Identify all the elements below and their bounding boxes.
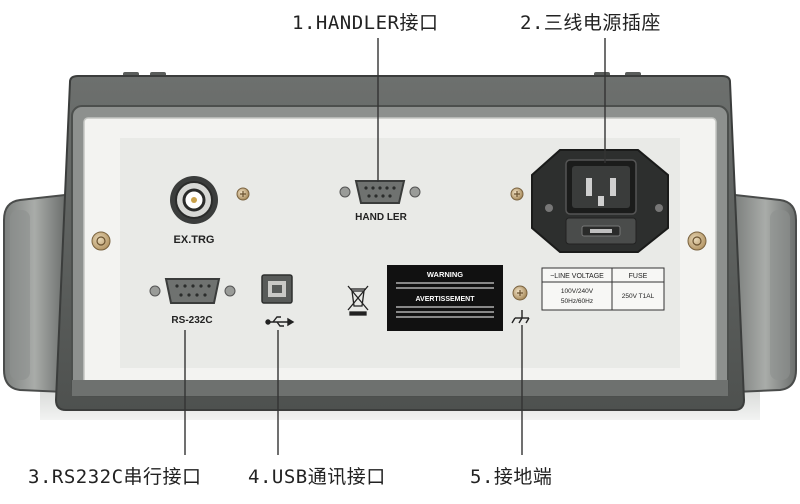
callout-usb: 4.USB通讯接口 — [248, 466, 386, 488]
ground-screw-icon — [512, 285, 528, 301]
leader-lines — [184, 38, 606, 455]
left-handle — [3, 193, 66, 394]
handler-connector — [339, 180, 421, 204]
ground-symbol-icon — [511, 310, 530, 324]
bnc-connector — [170, 176, 218, 224]
power-socket — [531, 149, 669, 253]
warning-title: WARNING — [427, 270, 463, 279]
callout-ground: 5.接地端 — [470, 466, 553, 488]
rs232-label: RS-232C — [171, 315, 212, 326]
callout-power: 2.三线电源插座 — [520, 12, 661, 34]
right-handle — [734, 193, 797, 394]
screw-icon — [236, 187, 250, 201]
weee-bin-icon — [347, 285, 369, 316]
usb-icon — [265, 316, 295, 327]
screw-icon — [687, 231, 707, 251]
usb-connector — [261, 274, 293, 304]
avertissement-title: AVERTISSEMENT — [416, 296, 476, 303]
callout-handler: 1.HANDLER接口 — [292, 12, 439, 34]
warning-label: WARNING AVERTISSEMENT — [387, 265, 503, 331]
fuse-header-right: FUSE — [629, 273, 648, 280]
fuse-header-left: ~LINE VOLTAGE — [550, 273, 604, 280]
ex-trg-label: EX.TRG — [174, 234, 215, 246]
screw-icon — [510, 187, 524, 201]
panel-lip — [72, 380, 728, 396]
rs232-connector — [149, 278, 236, 304]
fuse-rating-table: ~LINE VOLTAGE FUSE 100V/240V 50Hz/60Hz 2… — [541, 267, 665, 311]
callout-rs232: 3.RS232C串行接口 — [28, 466, 202, 488]
fuse-cell-voltage: 100V/240V — [561, 288, 594, 295]
screw-icon — [91, 231, 111, 251]
fuse-cell-frequency: 50Hz/60Hz — [561, 298, 593, 305]
fuse-cell-rating: 250V T1AL — [622, 293, 655, 300]
handler-label: HAND LER — [355, 212, 407, 223]
